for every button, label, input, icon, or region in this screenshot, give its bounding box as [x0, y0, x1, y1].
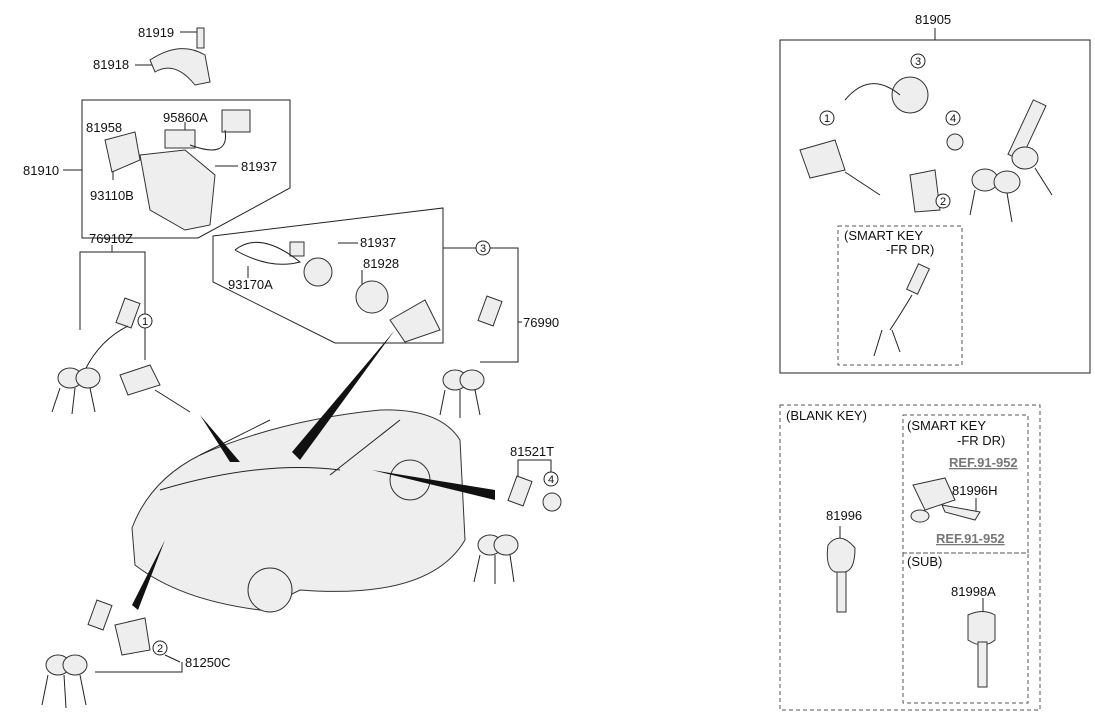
callout-4: 4: [543, 471, 559, 487]
assembly-ignition-frame: [212, 207, 444, 344]
label-95860A[interactable]: 95860A: [163, 110, 208, 125]
smart-key-sub-box: [902, 414, 1029, 554]
label-76990[interactable]: 76990: [523, 315, 559, 330]
smart-key-box: [837, 225, 963, 366]
label-81937[interactable]: 81937: [360, 235, 396, 250]
label-81250C[interactable]: 81250C: [185, 655, 231, 670]
label-93170A[interactable]: 93170A: [228, 277, 273, 292]
label-81918[interactable]: 81918: [93, 57, 129, 72]
ref-link[interactable]: REF.91-952: [936, 531, 1005, 546]
part-illustrations: [41, 27, 1053, 709]
sub-key-title: (SUB): [907, 554, 942, 569]
callout-3: 3: [475, 240, 491, 256]
svg-text:4: 4: [548, 474, 554, 486]
ref-link[interactable]: REF.91-952: [949, 455, 1018, 470]
label-93110B[interactable]: 93110B: [90, 188, 134, 203]
label-81905[interactable]: 81905: [915, 12, 951, 27]
smart-key-subtitle: -FR DR): [886, 242, 934, 257]
callout-1: 1: [819, 110, 835, 126]
blank-key-title: (BLANK KEY): [786, 408, 867, 423]
svg-text:2: 2: [157, 643, 163, 655]
svg-text:3: 3: [480, 243, 486, 255]
label-76910Z[interactable]: 76910Z: [89, 231, 133, 246]
callout-3: 3: [910, 53, 926, 69]
smart-key-title: (SMART KEY: [907, 418, 986, 433]
svg-text:2: 2: [940, 196, 946, 208]
label-81521T[interactable]: 81521T: [510, 444, 554, 459]
label-81958[interactable]: 81958: [86, 120, 122, 135]
group-labels: (SMART KEY -FR DR) (BLANK KEY) (SMART KE…: [786, 228, 1018, 569]
assembly-81910-frame: [81, 99, 291, 239]
blank-key-box: [779, 404, 1041, 711]
label-81996H[interactable]: 81996H: [952, 483, 998, 498]
callout-2: 2: [935, 193, 951, 209]
label-81937[interactable]: 81937: [241, 159, 277, 174]
svg-text:3: 3: [915, 56, 921, 68]
callout-2: 2: [152, 640, 168, 656]
label-81919[interactable]: 81919: [138, 25, 174, 40]
part-labels: 81919 81918 95860A 81958 81910 81937 931…: [23, 12, 998, 670]
label-81996[interactable]: 81996: [826, 508, 862, 523]
smart-key-subtitle: -FR DR): [957, 433, 1005, 448]
callout-1: 1: [137, 313, 153, 329]
callouts: 1 3 4 2 3 1 4 2: [137, 53, 961, 656]
sub-key-box: [902, 552, 1029, 704]
label-81998A[interactable]: 81998A: [951, 584, 996, 599]
label-81928[interactable]: 81928: [363, 256, 399, 271]
label-81910[interactable]: 81910: [23, 163, 59, 178]
svg-text:1: 1: [142, 316, 148, 328]
svg-text:1: 1: [824, 113, 830, 125]
svg-text:4: 4: [950, 113, 956, 125]
callout-4: 4: [945, 110, 961, 126]
smart-key-title: (SMART KEY: [844, 228, 923, 243]
